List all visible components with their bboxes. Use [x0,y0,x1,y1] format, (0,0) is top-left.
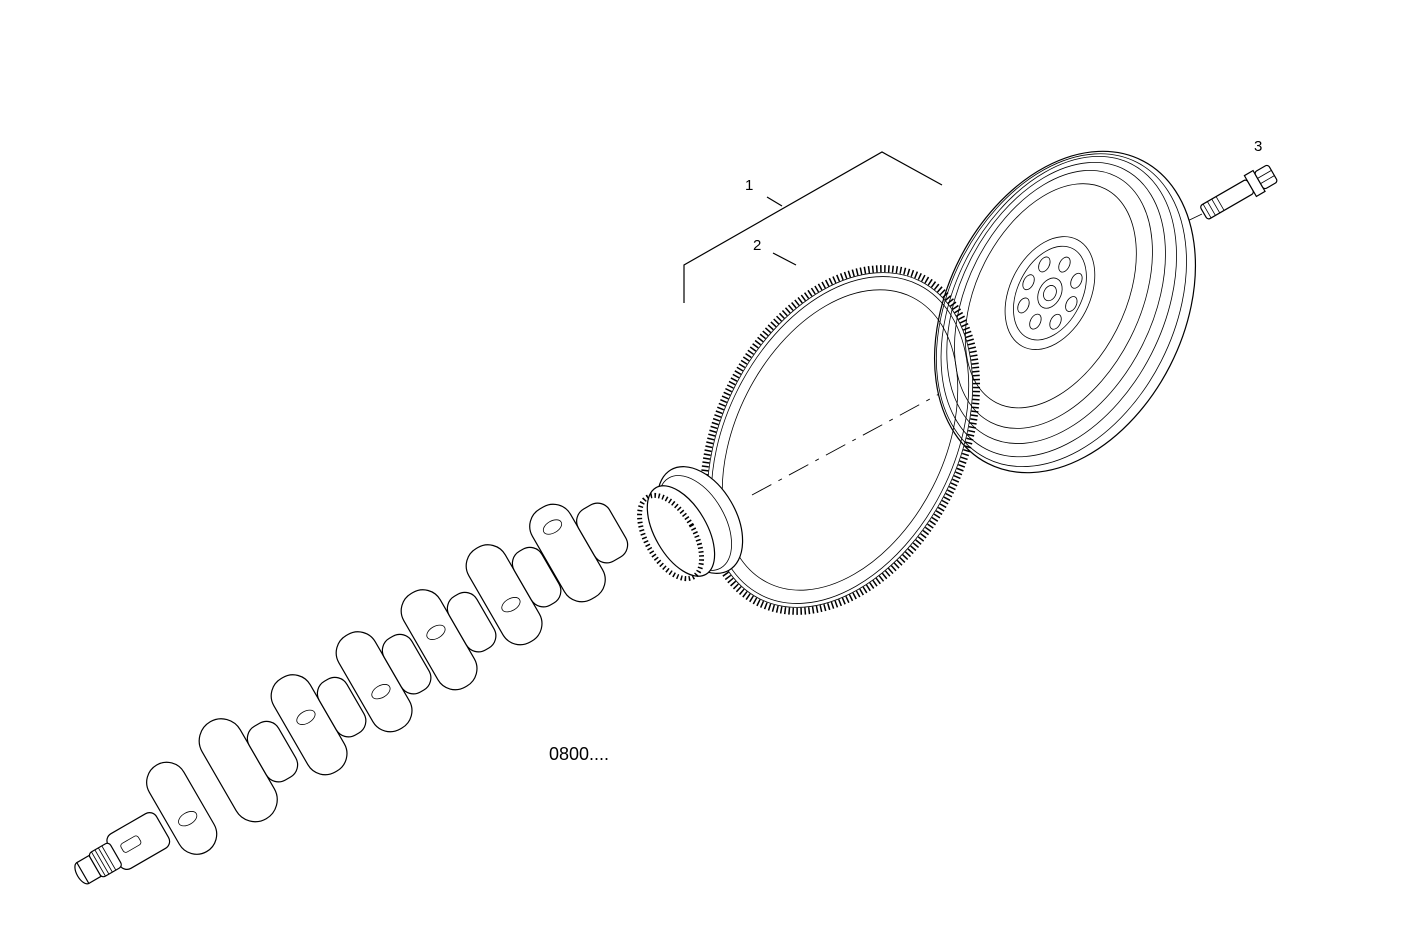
reference-code: 0800.... [549,744,610,764]
bolt [1200,164,1278,220]
flywheel [933,150,1197,474]
callout-2-leader [772,252,797,266]
ring-gear [699,265,981,615]
callout-1-leader [683,151,943,303]
crankshaft [74,466,744,885]
callout-label-1: 1 [745,177,754,194]
callout-label-3: 3 [1254,138,1263,155]
callout-label-2: 2 [753,237,762,254]
